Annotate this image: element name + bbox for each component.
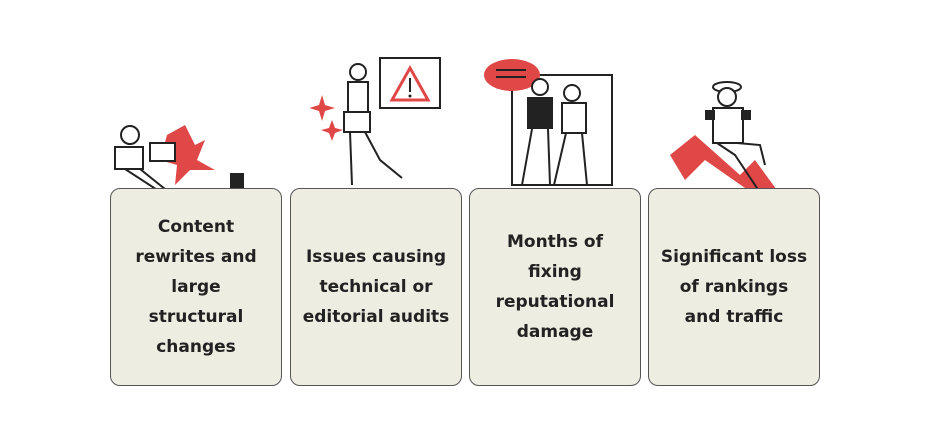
card-reputational-damage: Months of fixing reputational damage (469, 188, 641, 386)
card-issues-audits: Issues causing technical or editorial au… (290, 188, 462, 386)
people-arguing-speech-bubble-icon (484, 59, 613, 186)
card-rankings-loss: Significant loss of rankings and traffic (648, 188, 820, 386)
card-label: Significant loss of rankings and traffic (660, 247, 808, 327)
card-label: Months of fixing reputational damage (495, 232, 615, 342)
person-with-warning-sign-icon (310, 57, 441, 186)
card-label: Content rewrites and large structural ch… (135, 217, 257, 357)
card-content-rewrites: Content rewrites and large structural ch… (110, 188, 282, 386)
card-label: Issues causing technical or editorial au… (302, 247, 450, 327)
